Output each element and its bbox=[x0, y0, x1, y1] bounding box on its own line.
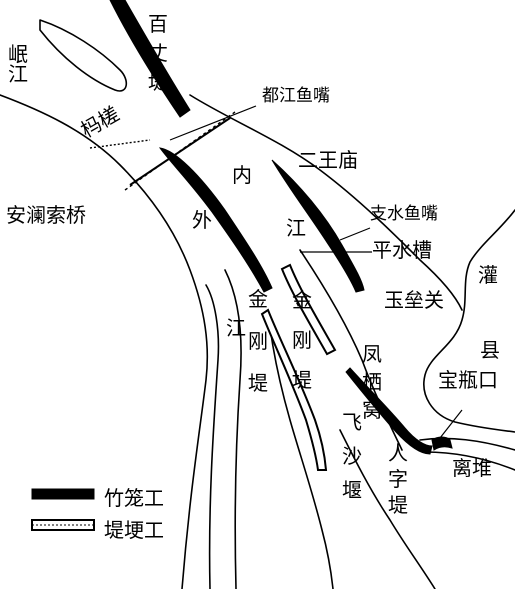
label-guan: 灌 bbox=[478, 263, 498, 287]
fengqiwo-embankment bbox=[345, 367, 433, 455]
label-baoping-kou: 宝瓶口 bbox=[438, 368, 498, 392]
outer-river-left-bank bbox=[205, 284, 220, 589]
minjiang-island bbox=[39, 19, 128, 92]
label-baizhangdi: 百丈堤 bbox=[148, 12, 168, 94]
leader-zhishui bbox=[339, 227, 371, 241]
label-minjiang: 岷江 bbox=[8, 42, 28, 86]
lower-left-bank bbox=[339, 429, 436, 589]
label-zhishui-yuzui: 支水鱼嘴 bbox=[370, 204, 438, 224]
label-jingang-di-left: 金刚堤 bbox=[248, 287, 268, 395]
label-jiang-inner: 江 bbox=[286, 216, 306, 240]
douzhu-dots bbox=[89, 139, 151, 149]
baizhangdi-embankment bbox=[109, 0, 191, 118]
left-outer-bank bbox=[0, 94, 209, 589]
leader-baoping bbox=[439, 409, 463, 439]
yulei-bank bbox=[189, 94, 463, 311]
jingang-left-embankment bbox=[260, 308, 328, 471]
label-erwang-miao: 二王庙 bbox=[298, 148, 358, 172]
leader-yuzui bbox=[169, 105, 257, 141]
label-xian: 县 bbox=[480, 338, 500, 362]
label-pingshui-cao: 平水槽 bbox=[372, 238, 432, 262]
label-jingang-di-right: 金刚堤 bbox=[292, 288, 312, 392]
label-anlan-suoqiao: 安澜索桥 bbox=[6, 203, 86, 227]
legend-label-digeng: 堤埂工 bbox=[104, 518, 164, 542]
label-dujiang-yuzui: 都江鱼嘴 bbox=[262, 86, 330, 106]
lidui-embankment bbox=[431, 436, 453, 451]
outer-river-right-bank bbox=[224, 269, 242, 589]
label-li-dui: 离堆 bbox=[452, 456, 492, 480]
jingang-right-embankment bbox=[280, 263, 337, 356]
label-yulei-guan: 玉垒关 bbox=[384, 288, 444, 312]
yuzui-embankment bbox=[158, 147, 273, 293]
lower-channel-bank bbox=[419, 437, 515, 451]
lower-channel-bank-2 bbox=[424, 451, 515, 471]
label-renzi-di: 人字堤 bbox=[388, 441, 408, 517]
label-feisha-yan: 飞沙堰 bbox=[342, 410, 362, 502]
anlan-bridge bbox=[124, 111, 236, 191]
legend-solid-swatch bbox=[31, 488, 95, 500]
erwang-embankment bbox=[271, 159, 365, 293]
label-nei: 内 bbox=[232, 163, 252, 187]
label-jiang-outer: 江 bbox=[226, 316, 246, 340]
legend-label-zhulong: 竹笼工 bbox=[104, 486, 164, 510]
label-fengqi-wo: 凤栖窝 bbox=[362, 342, 382, 422]
label-wai: 外 bbox=[192, 208, 212, 232]
inner-river-left-bank bbox=[267, 309, 334, 589]
county-boundary bbox=[423, 209, 515, 433]
